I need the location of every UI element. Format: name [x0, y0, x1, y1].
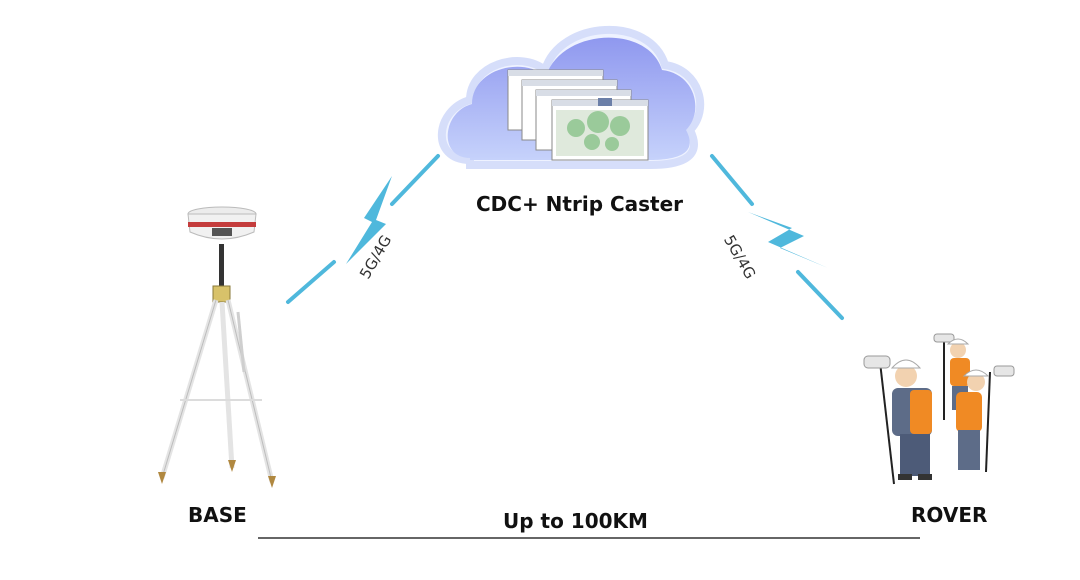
- signal-right-icon: [710, 154, 844, 320]
- caster-label: CDC+ Ntrip Caster: [476, 192, 684, 216]
- rover-surveyors-icon: [863, 333, 1015, 485]
- rover-label: ROVER: [911, 503, 988, 527]
- base-label: BASE: [188, 503, 247, 527]
- base-station-icon: [158, 206, 276, 488]
- dashboard-screens-icon: [507, 69, 649, 161]
- distance-label: Up to 100KM: [503, 509, 648, 533]
- signal-left-icon: [286, 154, 440, 304]
